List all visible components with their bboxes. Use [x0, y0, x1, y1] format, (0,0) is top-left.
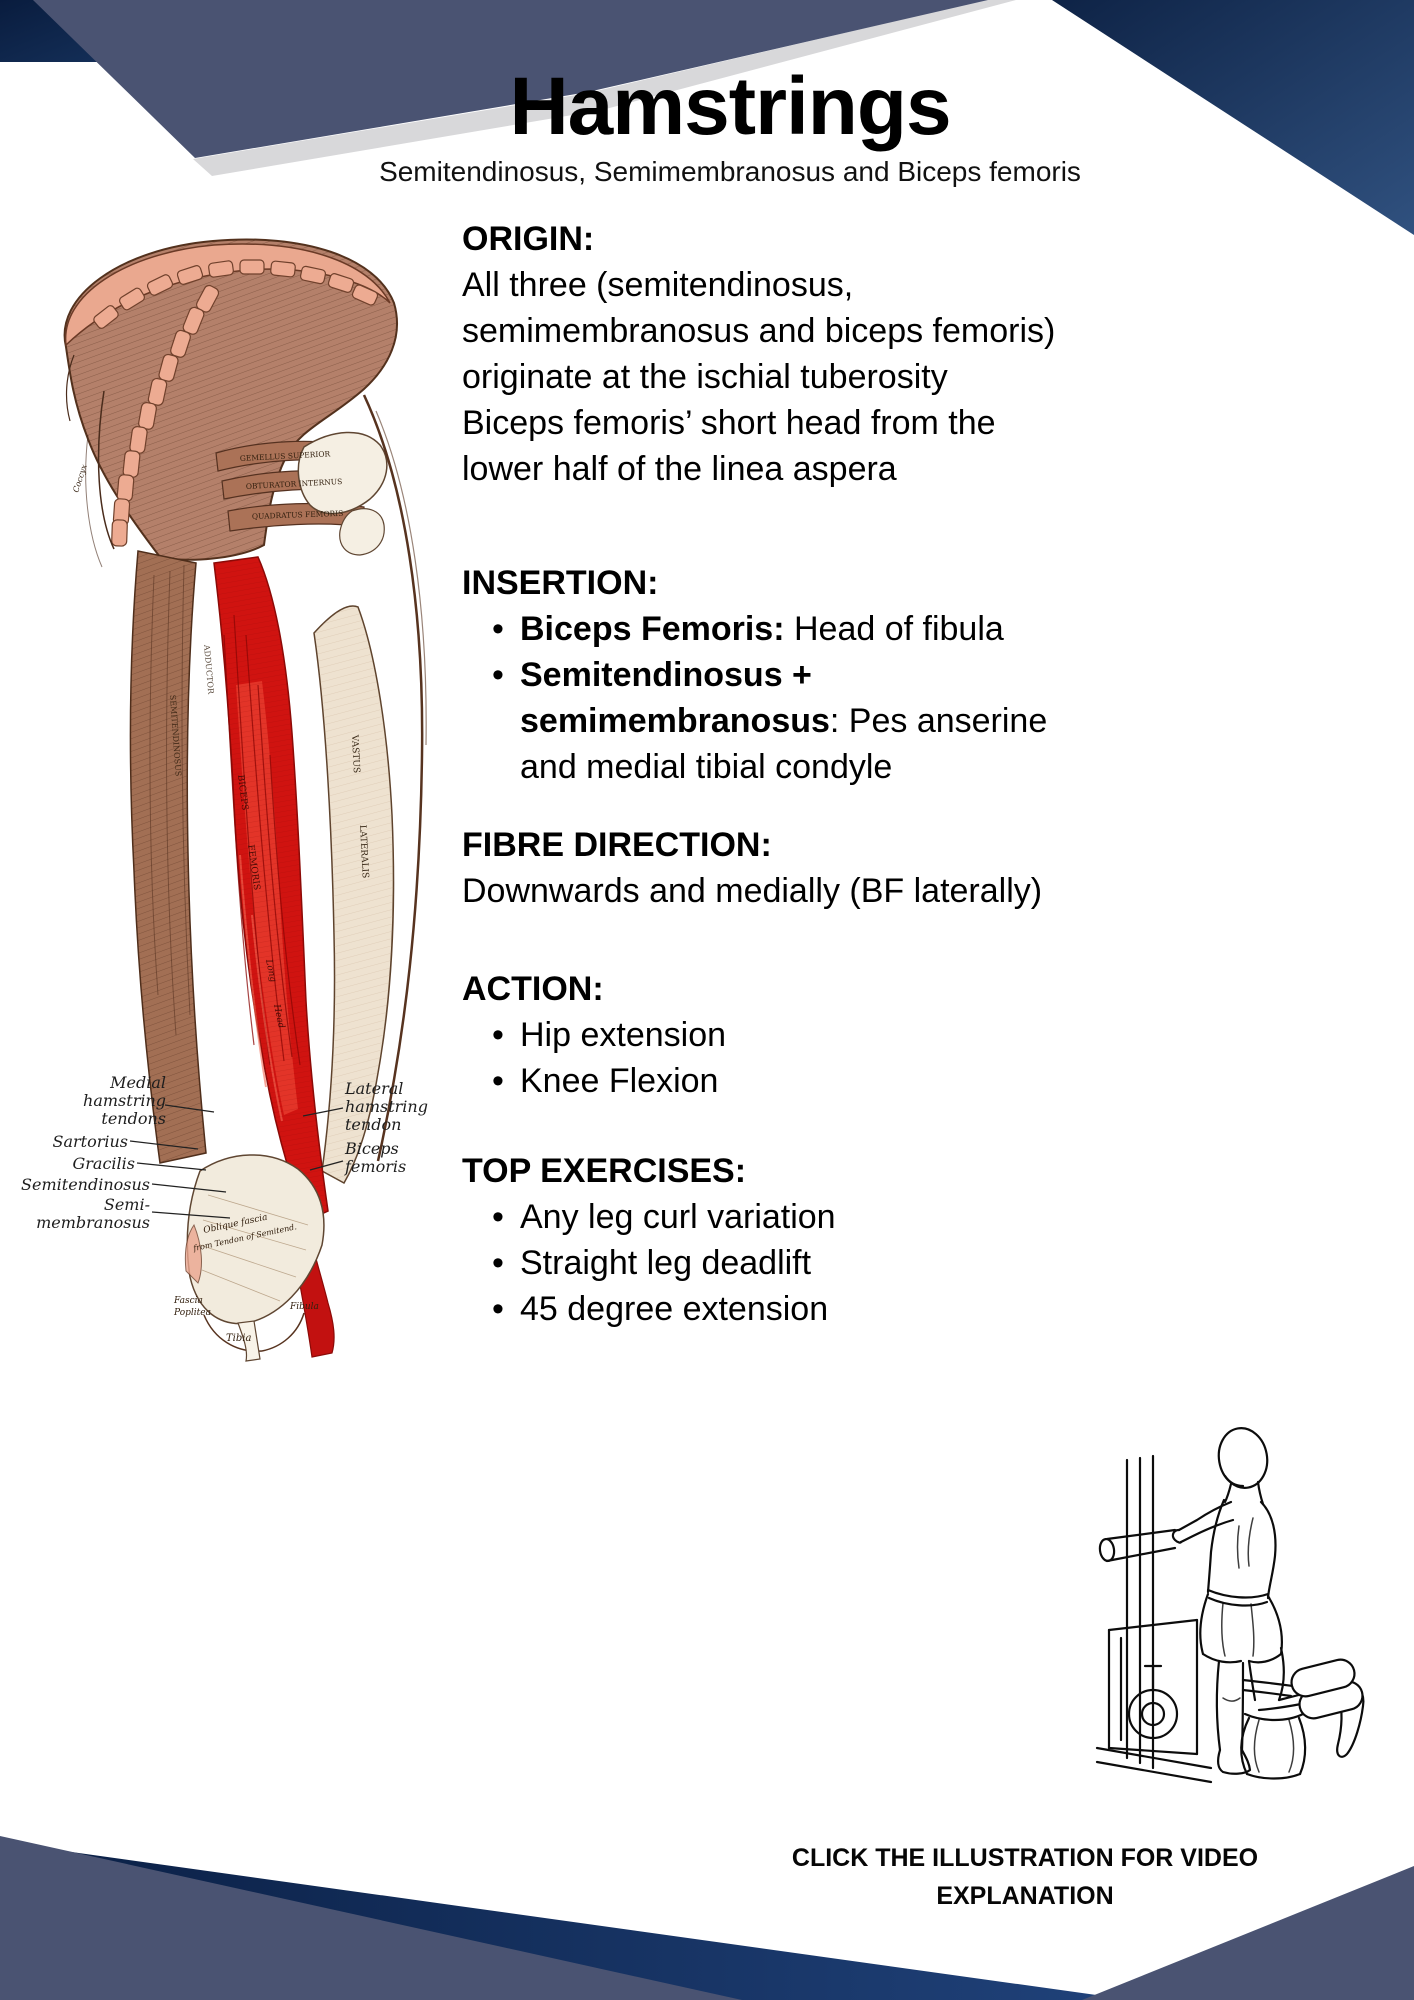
exercise-bullet: 45 degree extension: [462, 1286, 1110, 1332]
pelvis-hip-region: [63, 238, 399, 561]
anatomy-label-sartorius: Sartorius: [52, 1132, 129, 1151]
support-stool: [1240, 1712, 1307, 1780]
fibre-direction-heading: FIBRE DIRECTION:: [462, 826, 772, 864]
origin-line: All three (semitendinosus,: [462, 266, 854, 304]
sacrum-segments: [111, 284, 220, 547]
page-subtitle: Semitendinosus, Semimembranosus and Bice…: [379, 156, 1081, 188]
anatomy-label-semimembranosus: Semi- membranosus: [36, 1195, 150, 1232]
section-top-exercises: TOP EXERCISES: Any leg curl variation St…: [462, 1148, 1110, 1332]
engraving-label: BICEPS: [235, 774, 249, 811]
person-figure: [1171, 1427, 1365, 1775]
origin-line: lower half of the linea aspera: [462, 450, 897, 488]
action-bullet: Knee Flexion: [462, 1058, 1110, 1104]
origin-heading: ORIGIN:: [462, 220, 595, 258]
action-bullet: Hip extension: [462, 1012, 1110, 1058]
weight-stack: [1095, 1618, 1213, 1784]
header: Hamstrings Semitendinosus, Semimembranos…: [310, 61, 1150, 188]
engraving-label: Long: [263, 958, 278, 984]
label-pointer-lines: [129, 1104, 344, 1219]
section-action: ACTION: Hip extension Knee Flexion: [462, 966, 1110, 1104]
insertion-bullet-continuation: semimembranosus: Pes anserine: [462, 698, 1110, 744]
insertion-bullet-biceps-femoris: Biceps Femoris: Head of fibula: [462, 606, 1110, 652]
origin-line: originate at the ischial tuberosity: [462, 358, 948, 396]
iliac-crest-segments: [93, 259, 379, 329]
anatomy-label-semitendinosus: Semitendinosus: [21, 1175, 150, 1194]
action-heading: ACTION:: [462, 970, 604, 1008]
exercise-bullet: Any leg curl variation: [462, 1194, 1110, 1240]
video-cta-text: CLICK THE ILLUSTRATION FOR VIDEO EXPLANA…: [791, 1844, 1259, 1910]
engraving-label: Fascia: [173, 1296, 203, 1306]
engraving-label: Fibula: [289, 1302, 319, 1312]
fascia-outline: [362, 394, 427, 1162]
leg-curl-drawing: [1095, 1427, 1365, 1784]
handle-bar: [1098, 1528, 1177, 1563]
section-insertion: INSERTION: Biceps Femoris: Head of fibul…: [462, 560, 1110, 790]
origin-line: semimembranosus and biceps femoris): [462, 312, 1056, 350]
engraving-label: ADDUCTOR: [202, 643, 215, 695]
insertion-bullet-continuation: and medial tibial condyle: [462, 744, 1110, 790]
engraving-label: Tibia: [226, 1333, 251, 1344]
engraving-label: VASTUS: [349, 734, 361, 774]
section-origin: ORIGIN: All three (semitendinosus, semim…: [462, 216, 1110, 492]
exercise-bullet: Straight leg deadlift: [462, 1240, 1110, 1286]
engraving-label: QUADRATUS FEMORIS: [252, 509, 344, 521]
knee-calf-region: [184, 1154, 325, 1362]
anatomy-label-gracilis: Gracilis: [72, 1154, 136, 1173]
machine-rails: [1125, 1454, 1155, 1770]
medial-contours: [65, 354, 115, 568]
anatomy-illustration: GEMELLUS SUPERIOR OBTURATOR INTERNUS QUA…: [8, 215, 448, 1365]
insertion-heading: INSERTION:: [462, 564, 659, 602]
bullet-text: : Pes anserine: [829, 702, 1048, 740]
anatomy-label-medial-hamstring-tendons: Medial hamstring tendons: [83, 1073, 166, 1128]
insertion-bullet-semitendinosus: Semitendinosus +: [462, 652, 1110, 698]
engraving-label: LATERALIS: [357, 825, 370, 879]
roller-pads: [1241, 1658, 1364, 1720]
page-title: Hamstrings: [509, 61, 951, 152]
anatomy-label-biceps-femoris: Biceps femoris: [345, 1139, 407, 1176]
semitendinosus-column: [129, 550, 207, 1164]
hamstring-engraving: GEMELLUS SUPERIOR OBTURATOR INTERNUS QUA…: [63, 238, 427, 1362]
engraving-label: Poplitea: [173, 1308, 211, 1318]
fibre-direction-text: Downwards and medially (BF laterally): [462, 872, 1043, 910]
bullet-bold-text: Semitendinosus +: [520, 656, 812, 694]
section-fibre-direction: FIBRE DIRECTION: Downwards and medially …: [462, 822, 1110, 914]
anatomy-label-lateral-hamstring-tendon: Lateral hamstring tendon: [345, 1079, 428, 1134]
exercise-illustration[interactable]: [1093, 1418, 1393, 1798]
origin-line: Biceps femoris’ short head from the: [462, 404, 996, 442]
bullet-text: Head of fibula: [784, 610, 1004, 648]
bullet-text: and medial tibial condyle: [520, 748, 893, 786]
top-exercises-heading: TOP EXERCISES:: [462, 1152, 747, 1190]
bullet-bold-text: semimembranosus: [520, 702, 830, 740]
bullet-bold-text: Biceps Femoris:: [520, 610, 785, 648]
